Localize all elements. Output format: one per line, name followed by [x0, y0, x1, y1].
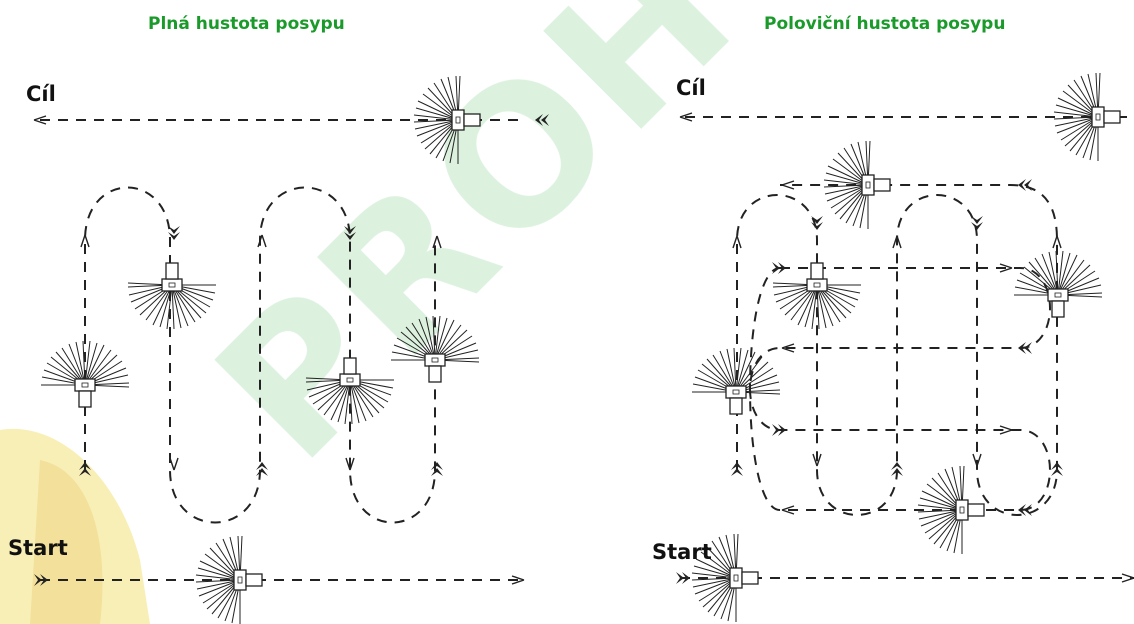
panel-left-goal-label: Cíl: [26, 82, 56, 106]
spreader-icon: [40, 340, 130, 408]
panel-right-arrows: [676, 112, 1134, 584]
panel-right-spreaders: [691, 72, 1121, 623]
arrow-icon: [431, 462, 443, 476]
svg-text:PROHOS: PROHOS: [176, 0, 997, 502]
watermark-leaf-gold: [30, 460, 103, 624]
panel-left: [40, 119, 520, 581]
arrow-icon: [256, 462, 268, 476]
panel-right-goal-label: Cíl: [676, 76, 706, 100]
panel-right: [680, 116, 1134, 579]
panel-right-title: Poloviční hustota posypu: [764, 14, 1006, 34]
spreader-icon: [1013, 250, 1103, 318]
panel-right-start-label: Start: [652, 540, 712, 564]
spreader-icon: [772, 262, 862, 330]
arrow-icon: [1051, 462, 1063, 476]
arrow-icon: [772, 262, 786, 274]
serpentine-path: [84, 186, 436, 524]
watermark-text: PROHOS: [176, 0, 997, 502]
panel-left-title: Plná hustota posypu: [148, 14, 345, 34]
arrow-icon: [169, 457, 179, 471]
arrow-icon: [1018, 342, 1032, 354]
spreader-icon: [917, 465, 985, 555]
arrow-icon: [772, 424, 786, 436]
arrow-icon: [971, 216, 983, 230]
watermark: PROHOS: [0, 0, 997, 624]
arrow-icon: [811, 216, 823, 230]
arrow-icon: [731, 462, 743, 476]
panel-left-start-label: Start: [8, 536, 68, 560]
arrow-icon: [676, 572, 690, 584]
arrow-icon: [1121, 573, 1134, 583]
arrow-icon: [1018, 179, 1032, 191]
